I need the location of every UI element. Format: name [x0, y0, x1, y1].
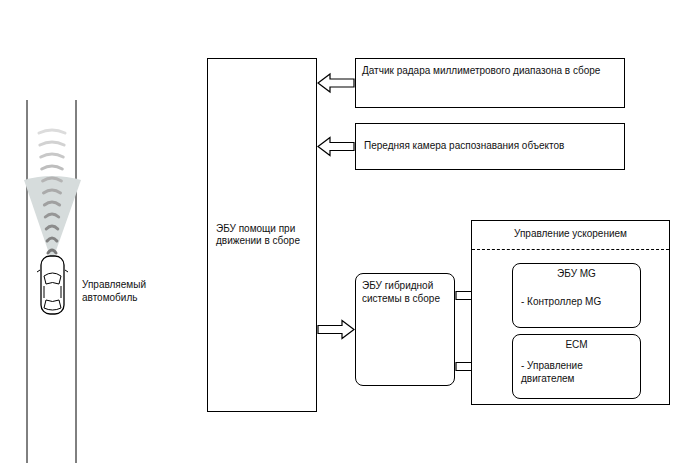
- node-title: ECM: [521, 339, 632, 352]
- ecu-box: ЭБУ помощи при движении в сборе: [207, 58, 317, 412]
- node-title: Управление ускорением: [472, 221, 669, 250]
- vehicle-label: Управляемый автомобиль: [82, 279, 172, 304]
- node-body: - Управление двигателем: [521, 352, 632, 395]
- ecu-box: ECM- Управление двигателем: [512, 334, 641, 399]
- ecu-box: ЭБУ гибридной системы в сборе: [355, 273, 455, 386]
- car-symbol: [37, 256, 68, 314]
- node-title: ЭБУ гибридной системы в сборе: [362, 280, 448, 305]
- node-title: ЭБУ помощи при движении в сборе: [216, 223, 308, 248]
- signal-arrow: [318, 74, 354, 92]
- signal-arrow: [318, 138, 354, 156]
- node-body: - Контроллер MG: [521, 281, 632, 324]
- sensor-box: Датчик радара миллиметрового диапазона в…: [355, 58, 625, 108]
- node-title: Передняя камера распознавания объектов: [364, 140, 616, 153]
- radar-cone: [24, 176, 81, 262]
- signal-arrow: [318, 321, 354, 339]
- radar-waves: [39, 130, 65, 253]
- lane-line: [76, 100, 77, 463]
- node-title: ЭБУ MG: [521, 268, 632, 281]
- group-box: Управление ускорениемЭБУ MG- Контроллер …: [471, 220, 670, 405]
- lane-line: [27, 100, 28, 463]
- camera-box: Передняя камера распознавания объектов: [355, 123, 625, 170]
- node-title: Датчик радара миллиметрового диапазона в…: [362, 65, 618, 78]
- ecu-box: ЭБУ MG- Контроллер MG: [512, 263, 641, 328]
